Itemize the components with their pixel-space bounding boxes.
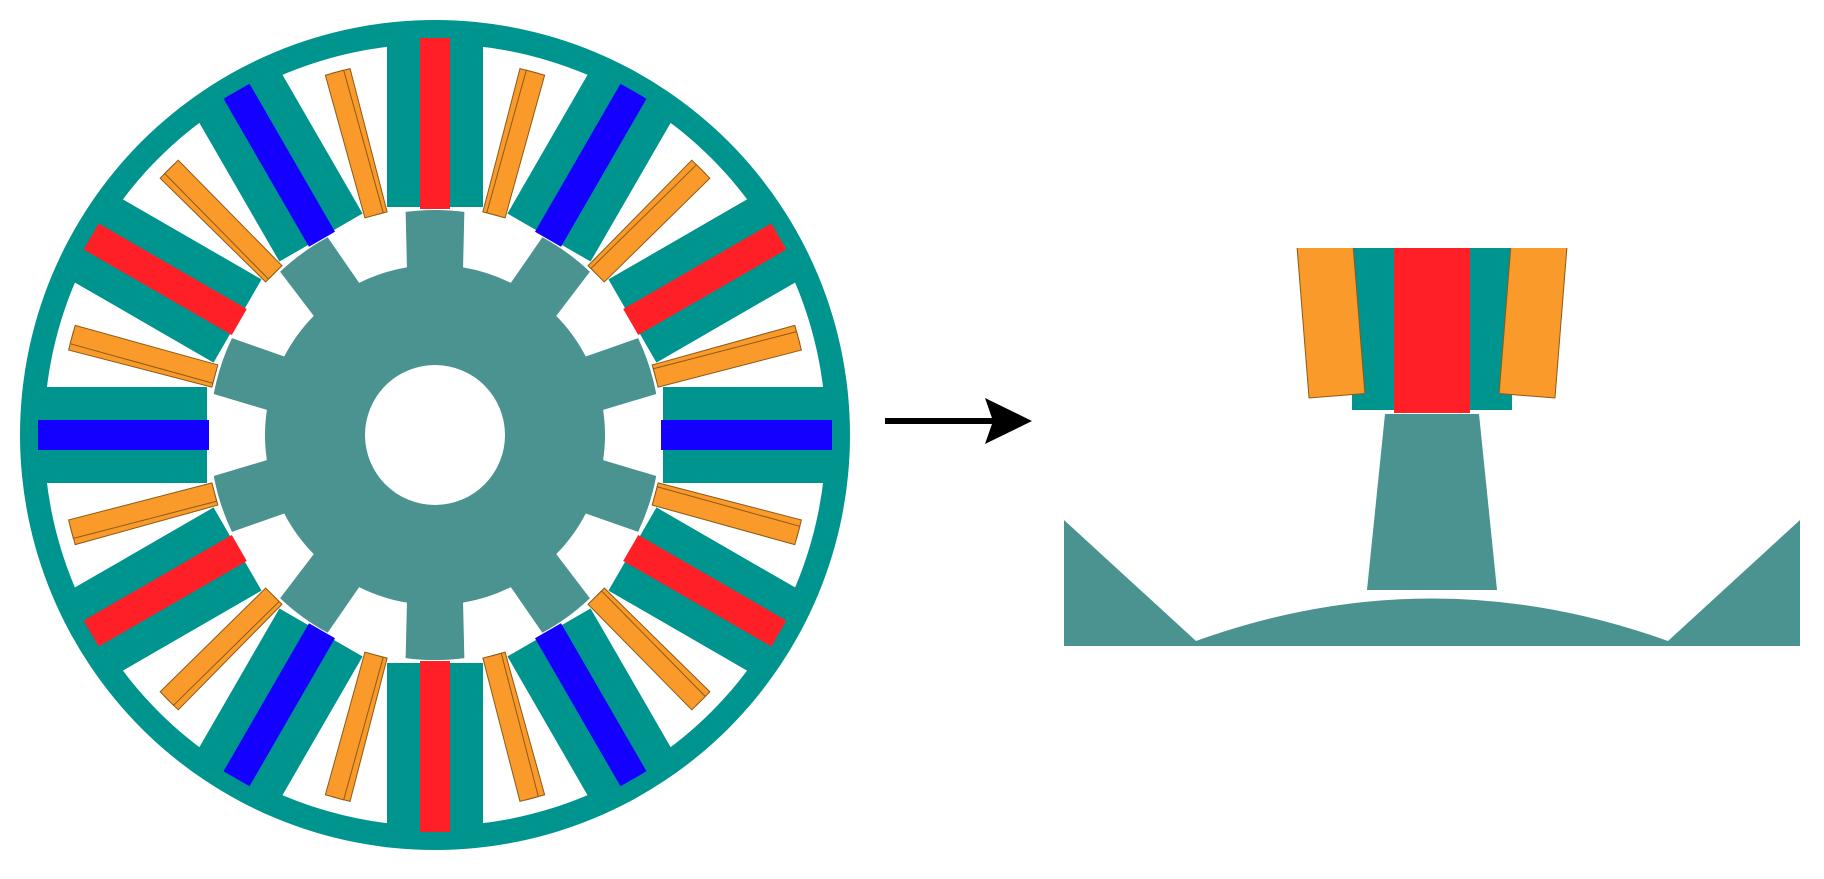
rotor	[213, 209, 657, 661]
armature-coil	[482, 652, 539, 803]
zoom-armature-coil	[1498, 248, 1568, 399]
armature-coil	[486, 69, 546, 219]
armature-coil	[587, 590, 707, 711]
magnets	[38, 38, 832, 832]
zoom-arrow	[885, 398, 1032, 444]
zoom-rotor-tooth	[1367, 414, 1497, 590]
permanent-magnet	[83, 535, 247, 647]
permanent-magnet	[535, 623, 647, 787]
permanent-magnet	[661, 420, 832, 450]
armature-coil	[159, 587, 280, 707]
armature-coil	[590, 163, 711, 283]
armature-coil	[651, 486, 801, 546]
zoom-armature-coil	[1296, 248, 1366, 399]
armature-coil	[324, 69, 384, 219]
armature-coil	[67, 482, 218, 539]
permanent-magnet	[223, 83, 335, 247]
shaft-hole	[365, 365, 505, 505]
full-motor-cross-section	[20, 20, 850, 850]
zoom-coils	[1296, 248, 1568, 399]
permanent-magnet	[623, 535, 787, 647]
coils	[67, 67, 803, 803]
permanent-magnet	[83, 223, 247, 335]
permanent-magnet	[38, 420, 209, 450]
permanent-magnet	[420, 661, 450, 832]
armature-coil	[324, 651, 384, 801]
permanent-magnet	[420, 38, 450, 209]
armature-coil	[69, 324, 219, 384]
permanent-magnet	[223, 623, 335, 787]
zoom-magnets	[1394, 248, 1470, 413]
zoomed-detail-view	[1064, 248, 1800, 646]
armature-coil	[652, 331, 803, 388]
armature-coil	[163, 159, 283, 280]
zoom-permanent-magnet	[1394, 248, 1470, 413]
permanent-magnet	[623, 223, 787, 335]
zoom-rotor-segment	[1064, 414, 1800, 646]
permanent-magnet	[535, 83, 647, 247]
zoom-rotor-base	[1064, 520, 1800, 646]
